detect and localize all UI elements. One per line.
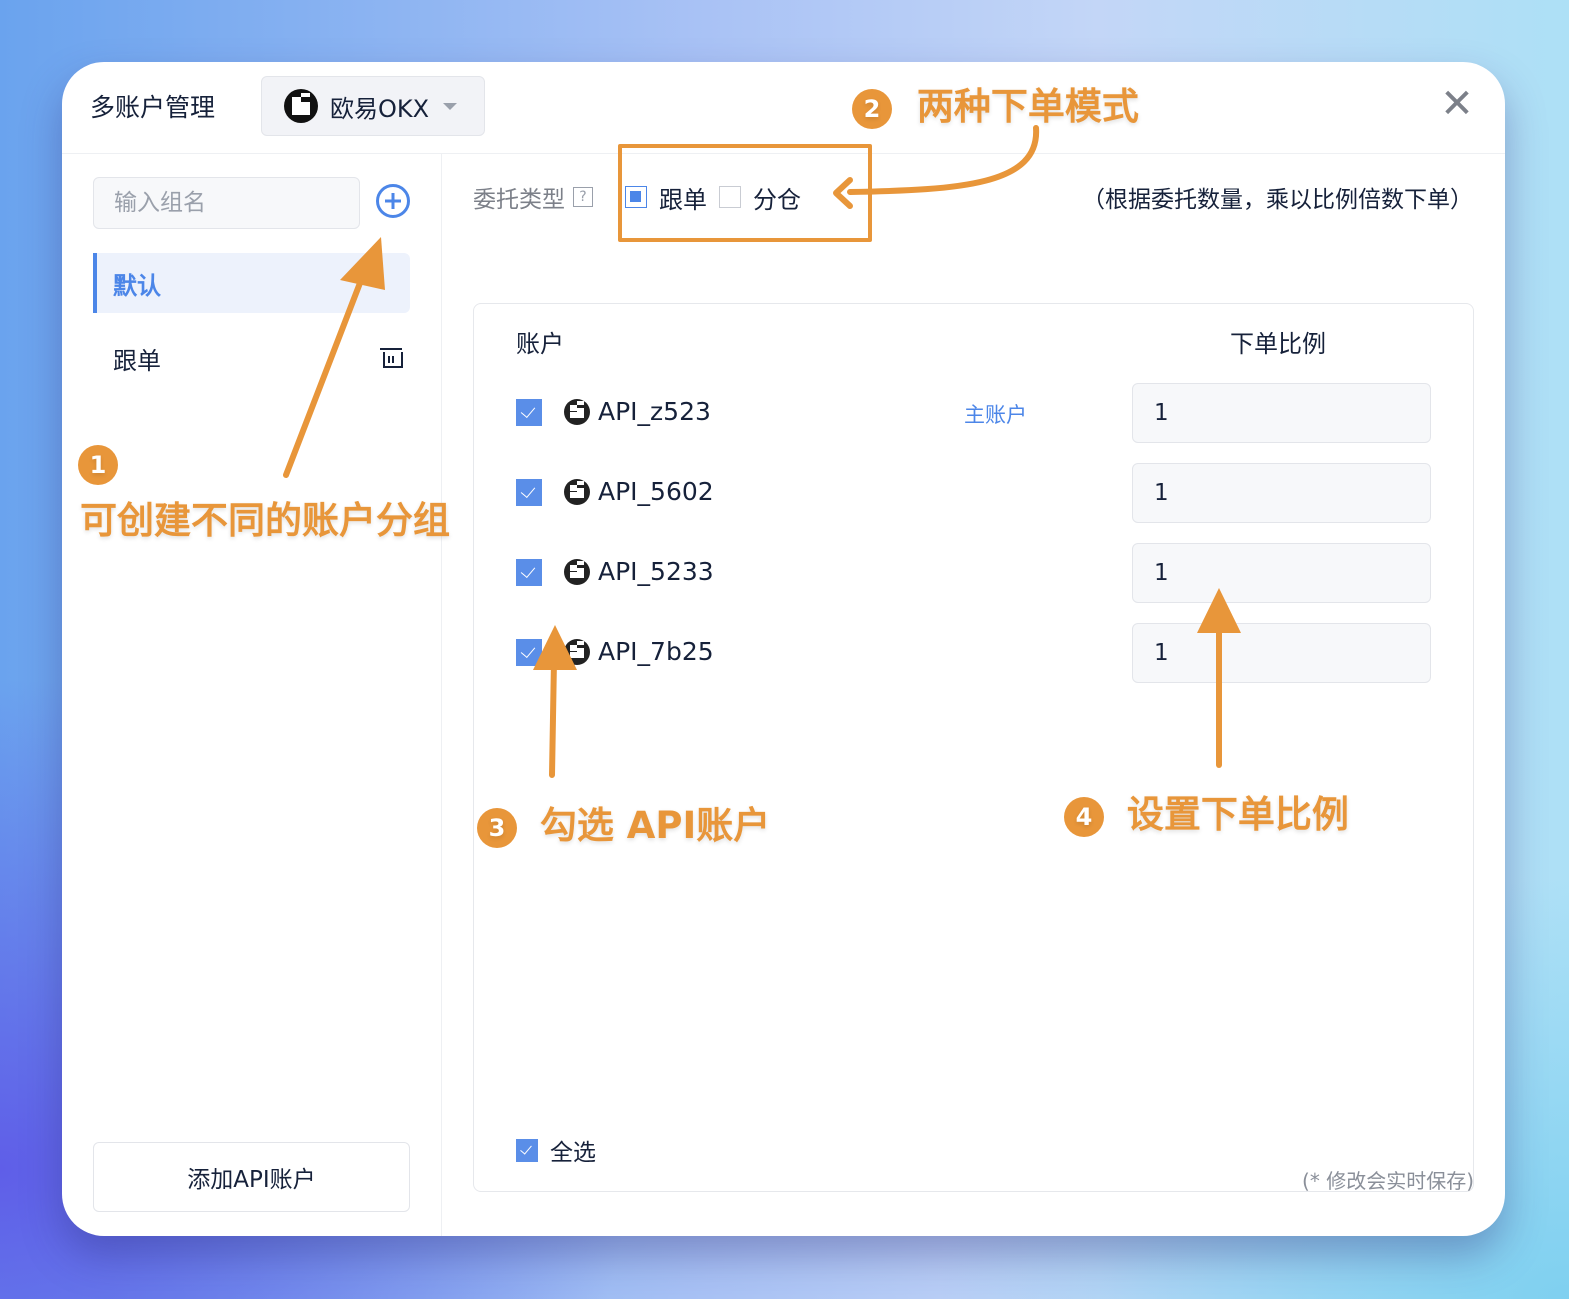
annotation-4: 4 设置下单比例 (1064, 784, 1349, 838)
select-all-label: 全选 (550, 1140, 596, 1166)
table-row: API_5602 (474, 463, 1473, 523)
exchange-select[interactable]: 欧易OKX (261, 76, 485, 136)
add-api-account-button[interactable]: 添加API账户 (93, 1142, 410, 1212)
okx-logo-icon (564, 478, 590, 505)
ratio-input[interactable] (1132, 383, 1431, 443)
plus-circle-icon[interactable] (376, 184, 410, 218)
main-panel: 委托类型 ? 跟单 分仓 （根据委托数量，乘以比例倍数下单） 账户 下单比例 A… (442, 154, 1505, 1236)
chevron-down-icon (443, 102, 458, 110)
table-row: API_5233 (474, 543, 1473, 603)
exchange-label: 欧易OKX (330, 94, 430, 123)
multi-account-dialog: 多账户管理 欧易OKX ✕ 默认 跟单 添加API账户 委托类型 ? 跟单 分仓… (62, 62, 1505, 1236)
group-name-input[interactable] (93, 177, 360, 229)
dialog-header: 多账户管理 欧易OKX ✕ (62, 62, 1505, 154)
order-type-row: 委托类型 ? 跟单 分仓 （根据委托数量，乘以比例倍数下单） (473, 176, 1473, 218)
account-checkbox[interactable] (516, 639, 542, 666)
account-name: API_5602 (564, 477, 714, 506)
help-icon[interactable]: ? (573, 187, 593, 207)
account-name: API_7b25 (564, 637, 714, 666)
okx-logo-icon (284, 89, 318, 123)
annotation-1: 1 (78, 445, 118, 485)
account-name: API_5233 (564, 557, 714, 586)
copy-trade-option[interactable] (625, 186, 647, 208)
group-sidebar: 默认 跟单 添加API账户 (62, 154, 442, 1236)
order-type-hint: （根据委托数量，乘以比例倍数下单） (1082, 187, 1473, 213)
close-icon[interactable]: ✕ (1440, 81, 1474, 127)
account-name: API_z523 (564, 397, 711, 426)
group-label: 跟单 (113, 346, 161, 375)
select-all[interactable]: 全选 (516, 1133, 596, 1167)
split-position-label[interactable]: 分仓 (753, 185, 801, 214)
column-account: 账户 (516, 330, 564, 358)
highlight-box (618, 144, 872, 242)
group-label: 默认 (113, 271, 161, 300)
okx-logo-icon (564, 398, 590, 425)
table-row: API_z523 主账户 (474, 383, 1473, 443)
ratio-input[interactable] (1132, 623, 1431, 683)
ratio-input[interactable] (1132, 543, 1431, 603)
okx-logo-icon (564, 638, 590, 665)
dialog-title: 多账户管理 (90, 93, 216, 122)
trash-icon[interactable] (380, 348, 403, 368)
annotation-2: 2 两种下单模式 (852, 76, 1139, 130)
ratio-input[interactable] (1132, 463, 1431, 523)
copy-trade-label[interactable]: 跟单 (659, 185, 707, 214)
account-checkbox[interactable] (516, 399, 542, 426)
account-checkbox[interactable] (516, 559, 542, 586)
step-badge: 1 (78, 445, 118, 485)
account-checkbox[interactable] (516, 479, 542, 506)
step-badge: 4 (1064, 796, 1104, 837)
accounts-table: 账户 下单比例 API_z523 主账户 API_5602 API_5233 A… (473, 303, 1474, 1192)
main-account-badge: 主账户 (964, 403, 1027, 427)
step-badge: 3 (477, 807, 517, 848)
sidebar-item-default[interactable]: 默认 (93, 253, 410, 313)
select-all-checkbox[interactable] (516, 1138, 538, 1162)
save-note: (* 修改会实时保存) (1302, 1169, 1474, 1193)
sidebar-item-copy-trade[interactable]: 跟单 (93, 328, 410, 388)
okx-logo-icon (564, 558, 590, 585)
step-badge: 2 (852, 88, 892, 129)
table-row: API_7b25 (474, 623, 1473, 683)
annotation-1-text: 可创建不同的账户分组 (80, 499, 450, 542)
column-ratio: 下单比例 (1230, 330, 1326, 358)
order-type-label: 委托类型 (473, 187, 565, 213)
annotation-3: 3 勾选 API账户 (477, 795, 770, 849)
split-position-option[interactable] (719, 186, 741, 208)
